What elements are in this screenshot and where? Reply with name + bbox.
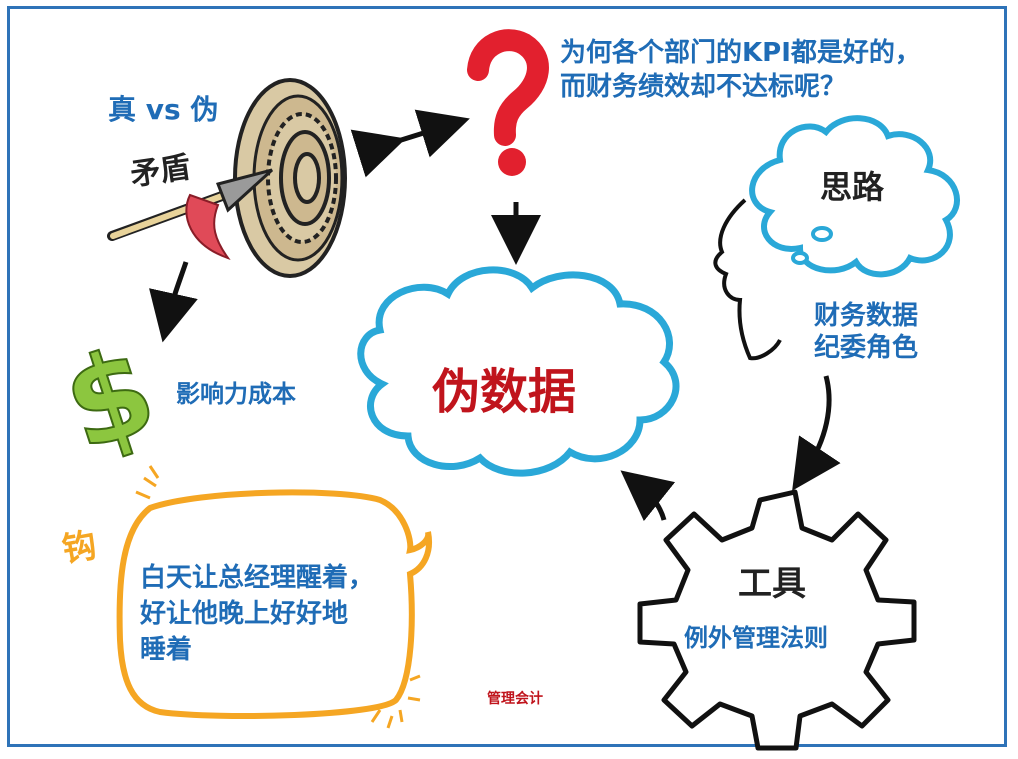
target-sublabel: 矛盾	[127, 142, 193, 194]
gear-label: 例外管理法则	[684, 618, 828, 653]
question-mark-icon	[478, 40, 538, 176]
question-line-1: 为何各个部门的KPI都是好的，	[560, 36, 921, 70]
watermark: 管理会计	[487, 688, 543, 708]
question-text: 为何各个部门的KPI都是好的， 而财务绩效却不达标呢？	[560, 36, 921, 104]
double-arrow-icon	[382, 126, 446, 146]
center-title: 伪数据	[432, 352, 576, 422]
dollar-label: 影响力成本	[176, 374, 296, 409]
thought-line-1: 财务数据	[814, 300, 918, 332]
gear-title: 工具	[738, 556, 806, 605]
thought-text: 财务数据 纪委角色	[814, 300, 918, 364]
arrow-curve-icon	[168, 262, 186, 318]
speech-line-1: 白天让总经理醒着，	[140, 560, 374, 596]
speech-line-2: 好让他晚上好好地	[140, 596, 374, 632]
speech-line-3: 睡着	[140, 632, 374, 668]
thought-bubble-label: 思路	[820, 162, 884, 208]
target-label: 真 vs 伪	[108, 88, 218, 128]
arrow-curve-icon	[806, 376, 829, 470]
question-line-2: 而财务绩效却不达标呢？	[560, 70, 921, 104]
arrow-curve-icon	[640, 486, 664, 520]
speech-text: 白天让总经理醒着， 好让他晚上好好地 睡着	[140, 560, 374, 668]
dollar-icon: $	[49, 321, 171, 479]
svg-text:$: $	[49, 321, 171, 479]
thought-line-2: 纪委角色	[814, 332, 918, 364]
